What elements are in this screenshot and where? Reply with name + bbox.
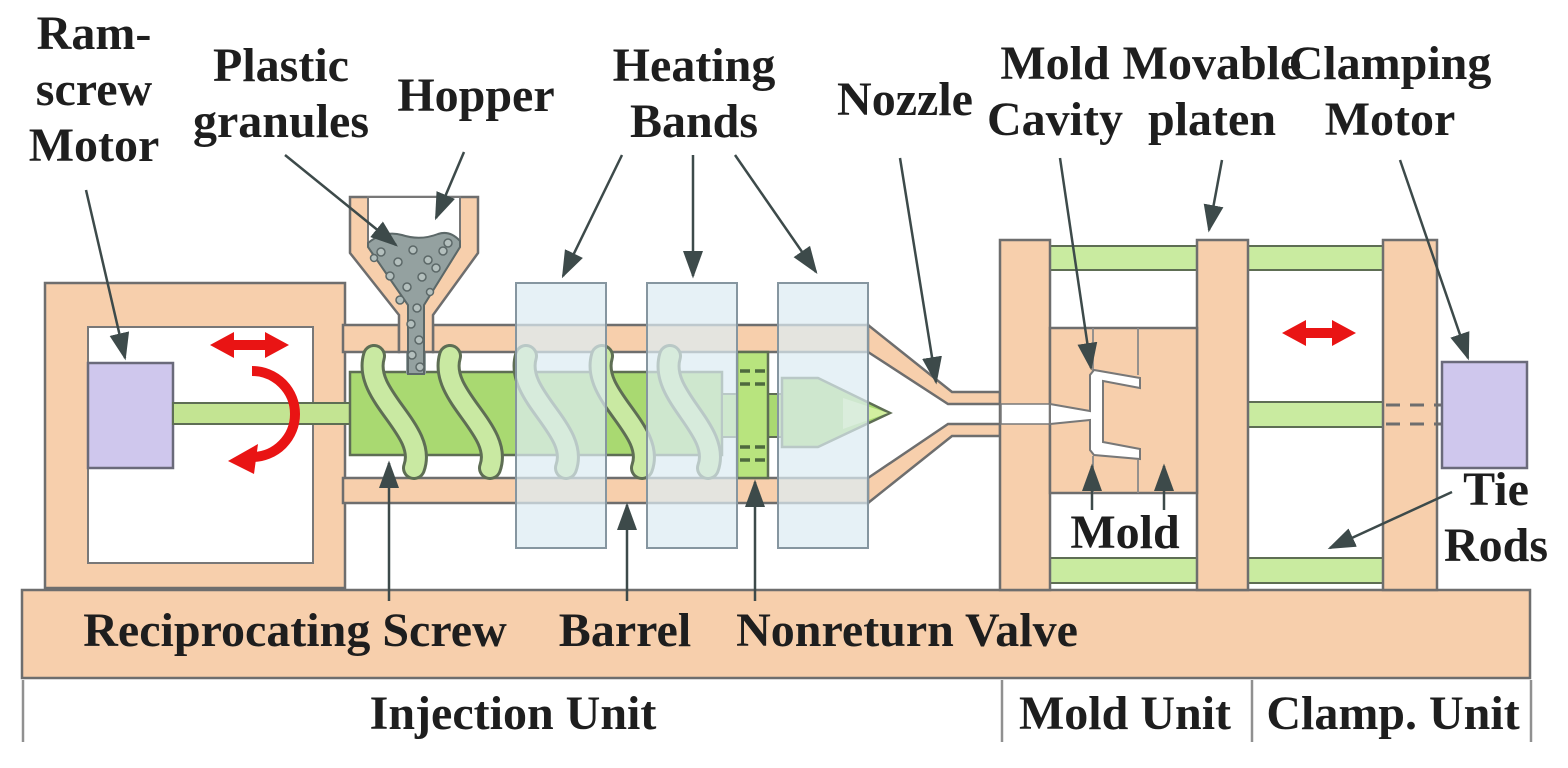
label-ram-screw-motor: Ram- screw Motor: [28, 7, 160, 173]
clamp-end-plate: [1381, 238, 1439, 592]
label-mold-cavity: Mold Cavity: [987, 37, 1123, 147]
arrow-clamping-motor: [1398, 159, 1470, 361]
nozzle-bottom-wall: [866, 422, 1002, 506]
ram-screw-motor-block: [86, 361, 175, 470]
label-nozzle: Nozzle: [837, 73, 973, 126]
movable-platen-bar: [1195, 238, 1250, 592]
callout-arrows: [84, 151, 1470, 601]
heating-band-3: [777, 282, 869, 549]
label-hopper: Hopper: [397, 69, 555, 122]
sprue-channel: [1000, 403, 1051, 425]
unit-dividers: [21, 680, 1533, 742]
label-reciprocating-screw: Reciprocating Screw: [83, 604, 507, 657]
arrow-heating-band-3: [733, 154, 818, 275]
arrow-movable-platen: [1203, 159, 1224, 233]
clamping-ram: [1247, 401, 1391, 428]
arrow-tie-rods: [1327, 490, 1453, 550]
valve-dashes: [740, 369, 765, 462]
heating-band-1: [515, 282, 607, 549]
label-mold-unit: Mold Unit: [1018, 687, 1232, 740]
label-tie-rods: Tie Rods: [1443, 463, 1549, 573]
arrow-heating-band-1: [561, 154, 624, 279]
injection-reciprocation-arrow: [210, 332, 289, 358]
label-nonreturn-valve: Nonreturn Valve: [736, 604, 1078, 657]
label-clamping-motor: Clamping Motor: [1288, 37, 1492, 147]
label-injection-unit: Injection Unit: [369, 687, 657, 740]
clamping-motor-block: [1440, 360, 1529, 470]
ram-dashed-lines: [1386, 403, 1446, 426]
screw-rotation-arrow: [228, 366, 300, 474]
arrow-nozzle: [898, 157, 942, 385]
motion-arrows: [210, 320, 1356, 474]
label-plastic-granules: Plastic granules: [192, 39, 370, 149]
mold-cavity-shape: [1049, 368, 1141, 461]
granule-dots: [369, 238, 453, 372]
clamp-motion-arrow: [1282, 320, 1356, 346]
label-movable-platen: Movable platen: [1122, 37, 1302, 147]
arrow-mold-cavity: [1058, 157, 1098, 371]
machine-base: [20, 588, 1532, 680]
label-mold: Mold: [1070, 506, 1180, 559]
label-barrel: Barrel: [558, 604, 692, 657]
label-clamp-unit: Clamp. Unit: [1266, 687, 1520, 740]
label-heating-bands: Heating Bands: [612, 39, 776, 149]
arrow-plastic-granules: [284, 154, 398, 247]
heating-band-2: [646, 282, 738, 549]
drive-shaft: [172, 402, 354, 425]
arrow-ram-screw-motor: [84, 189, 130, 361]
arrow-hopper: [434, 151, 466, 221]
mold-clamp-unit: [998, 238, 1529, 592]
